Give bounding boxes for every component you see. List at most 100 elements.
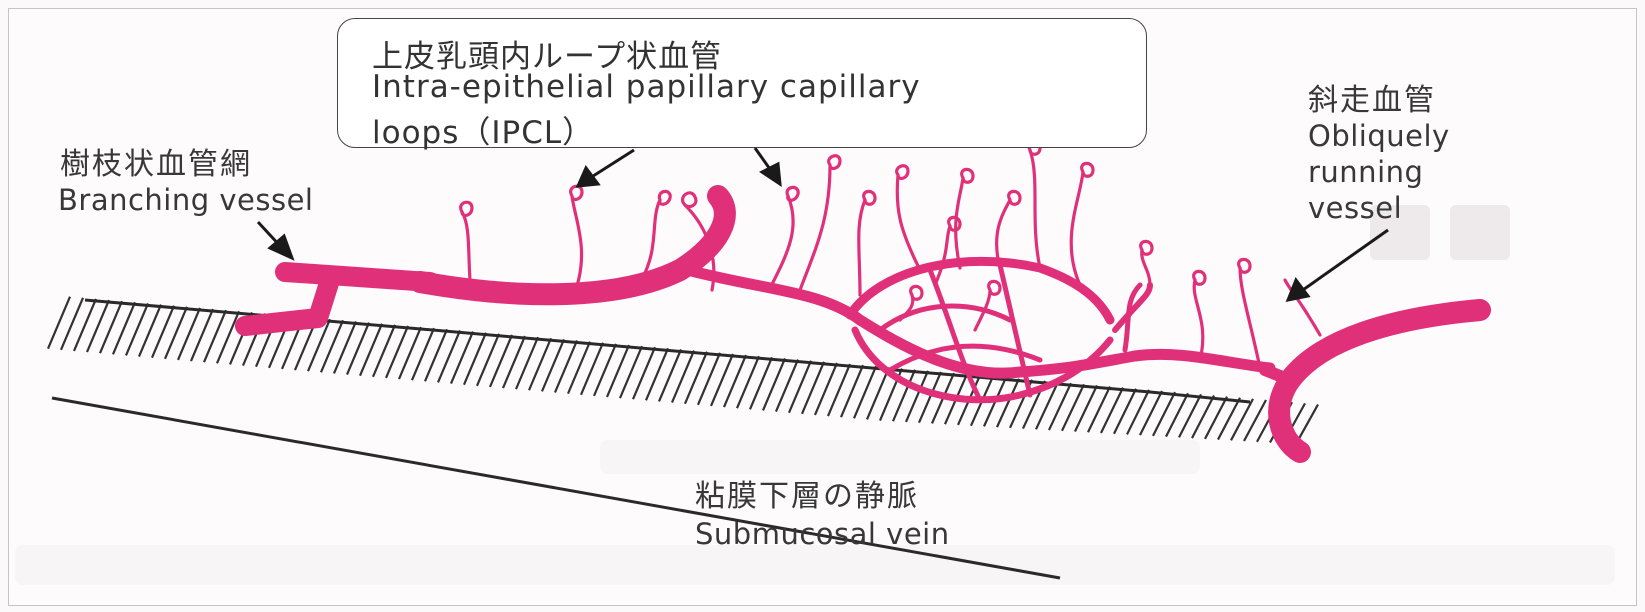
arrow-ipcl-right [755, 148, 780, 184]
hatch-stroke [789, 361, 811, 413]
oblique-label-en-line3: vessel [1308, 194, 1402, 223]
oblique-label-jp: 斜走血管 [1308, 86, 1436, 116]
hatch-stroke [633, 347, 655, 399]
main-network-vessel [680, 268, 1270, 373]
hatch-stroke [568, 342, 590, 394]
hatch-stroke [698, 353, 720, 405]
hatch-stroke [1062, 384, 1084, 430]
ipcl-loop [1071, 163, 1093, 285]
hatch-stroke [867, 367, 889, 419]
ipcl-loop [975, 281, 1000, 330]
hatch-stroke [1114, 389, 1136, 434]
hatch-stroke [542, 339, 564, 391]
hatch-stroke [87, 300, 109, 352]
hatch-stroke [711, 354, 733, 406]
hatch-stroke [1153, 392, 1175, 436]
ipcl-label-en-line1: Intra-epithelial papillary capillary [372, 69, 921, 105]
hatch-stroke [1244, 400, 1266, 441]
hatch-stroke [659, 349, 681, 401]
hatch-stroke [1140, 391, 1162, 435]
branching-vessel-top [285, 272, 430, 282]
hatch-stroke [529, 338, 551, 390]
hatch-stroke [685, 352, 707, 404]
hatch-stroke [1049, 383, 1071, 430]
network-branch-right-2 [1125, 285, 1140, 350]
hatch-stroke [776, 360, 798, 412]
hatch-stroke [503, 336, 525, 388]
hatch-stroke [152, 306, 174, 358]
hatch-stroke [555, 341, 577, 393]
hatch-stroke [1075, 385, 1097, 431]
oblique-vessel-arc [1279, 310, 1480, 452]
hatch-stroke [139, 305, 161, 357]
hatch-stroke [165, 307, 187, 359]
hatch-stroke [464, 333, 486, 385]
hatch-stroke [906, 371, 928, 422]
hatch-stroke [802, 362, 824, 414]
hatch-stroke [61, 298, 83, 350]
ipcl-loop [859, 191, 875, 295]
hatch-stroke [763, 358, 785, 410]
hatch-stroke [594, 344, 616, 396]
ipcl-loop [1194, 271, 1205, 360]
ipcl-loop [571, 186, 582, 292]
hatch-stroke [620, 346, 642, 398]
ipcl-loop [1141, 241, 1152, 285]
arrow-branching [258, 222, 292, 258]
hatch-stroke [477, 334, 499, 386]
submucosal-label-en: Submucosal vein [695, 520, 950, 549]
hatch-stroke [1218, 398, 1240, 440]
oblique-label-en-line2: running [1308, 158, 1423, 187]
hatch-stroke [373, 325, 395, 377]
ipcl-loop [897, 166, 920, 270]
hatch-stroke [191, 309, 213, 361]
hatch-stroke [1205, 397, 1227, 439]
ipcl-callout-box: 上皮乳頭内ループ状血管 Intra-epithelial papillary c… [337, 18, 1147, 148]
hatch-stroke [1179, 394, 1201, 437]
ipcl-loop [800, 156, 840, 290]
hatch-stroke [1101, 388, 1123, 433]
branching-label-en: Branching vessel [58, 186, 313, 215]
hatch-stroke [607, 345, 629, 397]
hatch-stroke [360, 324, 382, 376]
ipcl-loop [1029, 141, 1040, 268]
hatch-stroke [386, 326, 408, 378]
hatch-stroke [178, 308, 200, 360]
hatch-stroke [1166, 393, 1188, 436]
hatch-stroke [724, 355, 746, 407]
hatch-stroke [321, 320, 343, 372]
arrow-ipcl-left [578, 150, 634, 186]
ipcl-loop [461, 202, 472, 280]
hatch-stroke [217, 311, 239, 363]
branching-vessel-arc [420, 196, 725, 294]
hatch-stroke [74, 299, 96, 351]
ipcl-loop [1239, 259, 1260, 368]
arrow-oblique [1288, 230, 1388, 300]
hatch-stroke [1192, 396, 1214, 439]
ipcl-label-en-line2: loops（IPCL） [372, 107, 594, 152]
ipcl-loop [770, 187, 798, 288]
hatch-stroke [204, 310, 226, 362]
hatch-stroke [451, 332, 473, 384]
hatch-stroke [1231, 399, 1253, 440]
hatch-stroke [412, 328, 434, 380]
hatch-stroke [347, 323, 369, 375]
hatch-stroke [815, 363, 837, 415]
hatch-stroke [672, 351, 694, 403]
hatch-stroke [100, 301, 122, 353]
ipcl-loop [997, 191, 1020, 268]
hatch-stroke [399, 327, 421, 379]
hatch-stroke [334, 321, 356, 373]
hatch-stroke [48, 297, 70, 349]
hatch-stroke [113, 302, 135, 354]
hatch-stroke [854, 366, 876, 418]
branching-label-jp: 樹枝状血管網 [60, 150, 252, 180]
hatch-stroke [1127, 390, 1149, 435]
hatch-stroke [490, 335, 512, 387]
hatch-stroke [841, 365, 863, 417]
tissue-boundaries [52, 300, 1250, 578]
submucosal-label-jp: 粘膜下層の静脈 [695, 482, 919, 512]
hatch-stroke [516, 337, 538, 389]
hatch-stroke [581, 343, 603, 395]
